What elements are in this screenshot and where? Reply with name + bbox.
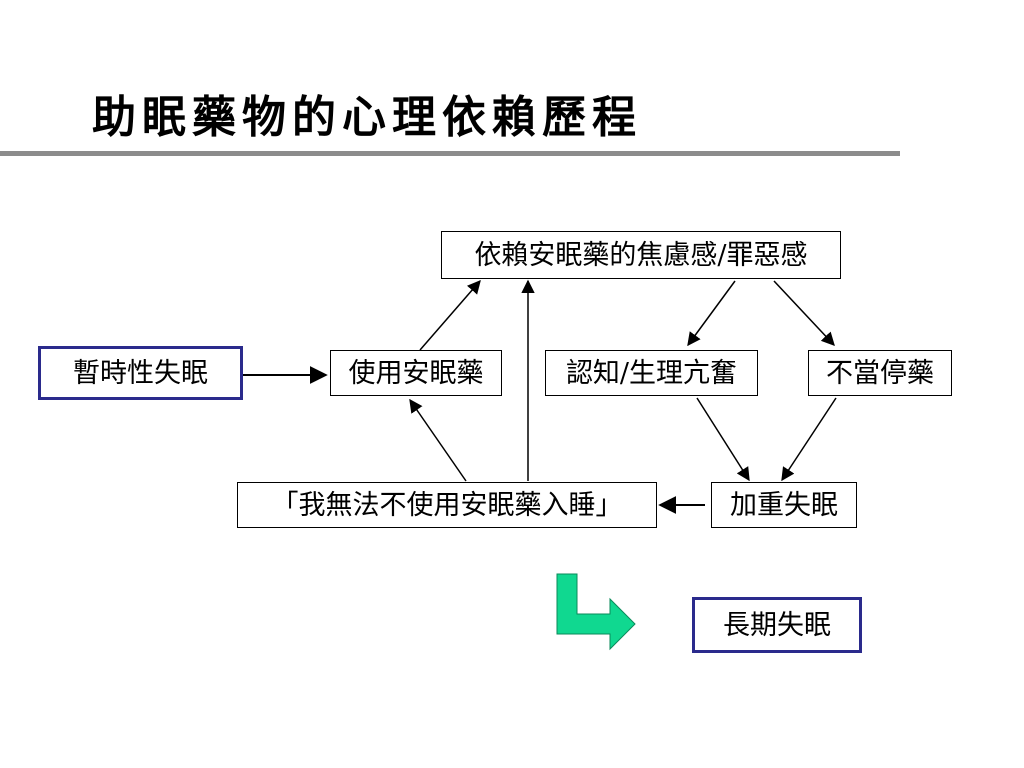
node-cognitive-arousal: 認知/生理亢奮 (545, 350, 758, 396)
edge-use-to-anxiety (419, 279, 481, 351)
title-divider (0, 151, 900, 156)
node-worsened-insomnia: 加重失眠 (711, 482, 857, 528)
outcome-arrow-icon (556, 573, 636, 651)
node-improper-stop: 不當停藥 (808, 350, 952, 396)
node-belief-quote: 「我無法不使用安眠藥入睡」 (237, 482, 657, 528)
edge-anxiety-to-stop (773, 280, 835, 346)
node-anxiety-guilt: 依賴安眠藥的焦慮感/罪惡感 (441, 231, 841, 279)
node-temporary-insomnia: 暫時性失眠 (38, 346, 243, 400)
edge-stop-to-worsen (781, 397, 837, 482)
node-use-sleeping-pills: 使用安眠藥 (330, 350, 502, 396)
edge-arousal-to-worsen (696, 397, 750, 482)
edge-anxiety-to-arousal (687, 280, 736, 347)
page-title: 助眠藥物的心理依賴歷程 (92, 92, 642, 143)
edge-belief-to-use (409, 398, 467, 482)
node-chronic-insomnia: 長期失眠 (692, 597, 862, 653)
